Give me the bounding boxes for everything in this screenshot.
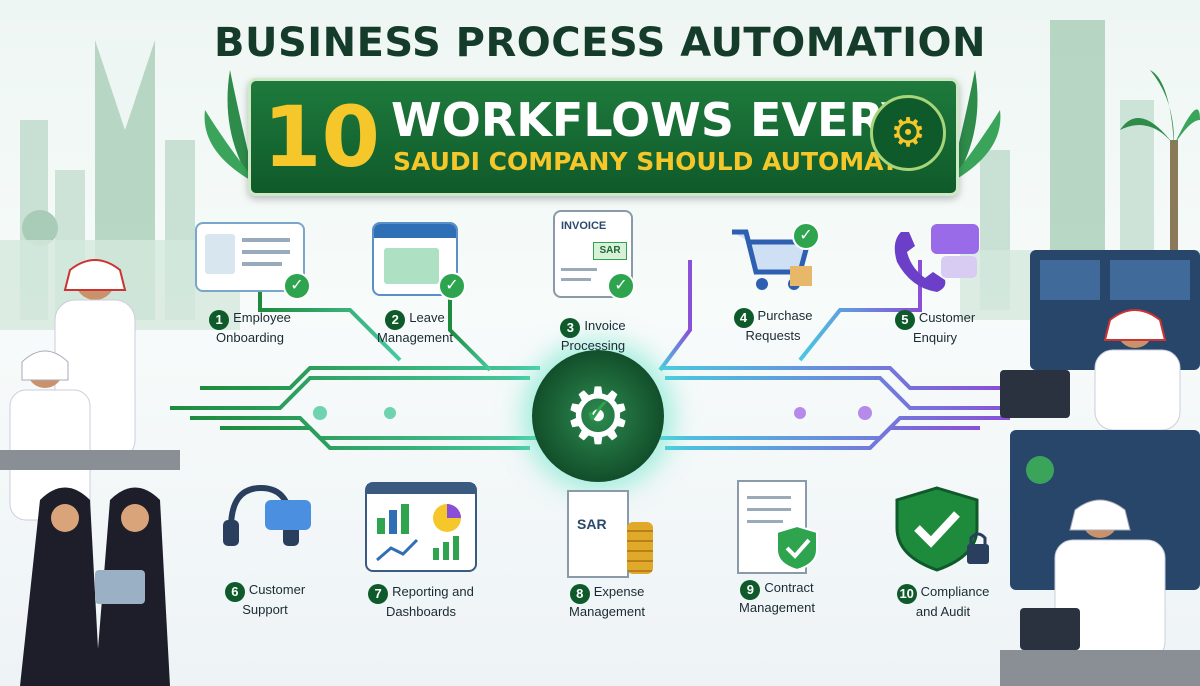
workflow-label: Invoice xyxy=(584,318,626,333)
cart-icon: ✓ xyxy=(728,222,820,296)
workflow-number: 9 xyxy=(740,580,761,600)
workflow-label: Onboarding xyxy=(216,330,284,345)
gear-badge-icon: ⚙ xyxy=(870,95,946,171)
contract-icon xyxy=(729,480,825,574)
workflow-label: Management xyxy=(569,604,645,619)
workflow-label: Contract xyxy=(764,580,814,595)
circuit-network xyxy=(170,260,1020,480)
headset-icon xyxy=(217,478,313,558)
workflow-label: Expense xyxy=(593,584,645,599)
workflow-number: 10 xyxy=(896,584,917,604)
workflow-label: Compliance xyxy=(920,584,990,599)
banner-number: 10 xyxy=(263,88,380,186)
workflow-label: and Audit xyxy=(915,604,971,619)
workflow-label: Customer xyxy=(248,582,306,597)
workflow-number: 5 xyxy=(894,310,915,330)
invoice-text: INVOICE xyxy=(561,220,607,232)
phone-chat-icon xyxy=(887,222,983,298)
workflow-label: Dashboards xyxy=(385,604,457,619)
banner-headline: WORKFLOWS EVERY xyxy=(391,93,915,147)
workflow-label: Enquiry xyxy=(912,330,958,345)
people-illustration-left xyxy=(0,259,180,686)
workflow-number: 4 xyxy=(733,308,754,328)
receipt-sar-text: SAR xyxy=(577,516,607,532)
headline-banner: 10 WORKFLOWS EVERY SAUDI COMPANY SHOULD … xyxy=(248,78,959,196)
workflow-label: Processing xyxy=(560,338,626,353)
workflow-label: Customer xyxy=(918,310,976,325)
page-title: BUSINESS PROCESS AUTOMATION xyxy=(213,20,987,66)
workflow-number: 2 xyxy=(385,310,406,330)
onboarding-icon: ✓ xyxy=(195,222,311,300)
calendar-icon: ✓ xyxy=(372,222,466,300)
workflow-label: Employee xyxy=(233,310,291,325)
workflow-label: Management xyxy=(377,330,453,345)
workflow-label: Purchase xyxy=(757,308,813,323)
checkmark-icon: ✓ xyxy=(583,393,613,431)
workflow-label: Requests xyxy=(745,328,801,343)
dashboard-icon xyxy=(365,482,477,572)
gear-icon: ⚙ xyxy=(890,111,926,155)
banner-subheadline: SAUDI COMPANY SHOULD AUTOMATE xyxy=(393,147,916,176)
sar-tag: SAR xyxy=(593,242,627,260)
invoice-icon: INVOICE SAR ✓ xyxy=(553,210,635,300)
gear-icon: ⚙ xyxy=(563,372,633,460)
automation-hub: ⚙ ✓ xyxy=(532,350,664,482)
workflow-label: Management xyxy=(739,600,815,615)
workflow-label: Support xyxy=(242,602,288,617)
receipt-icon: SAR xyxy=(557,490,657,578)
workflow-number: 6 xyxy=(224,582,245,602)
workflow-number: 3 xyxy=(560,318,581,338)
shield-icon xyxy=(893,484,993,574)
workflow-number: 7 xyxy=(368,584,389,604)
workflow-number: 1 xyxy=(209,310,230,330)
workflow-number: 8 xyxy=(569,584,590,604)
workflow-label: Reporting and xyxy=(392,584,474,599)
workflow-label: Leave xyxy=(409,310,445,325)
people-illustration-right xyxy=(1000,250,1200,686)
